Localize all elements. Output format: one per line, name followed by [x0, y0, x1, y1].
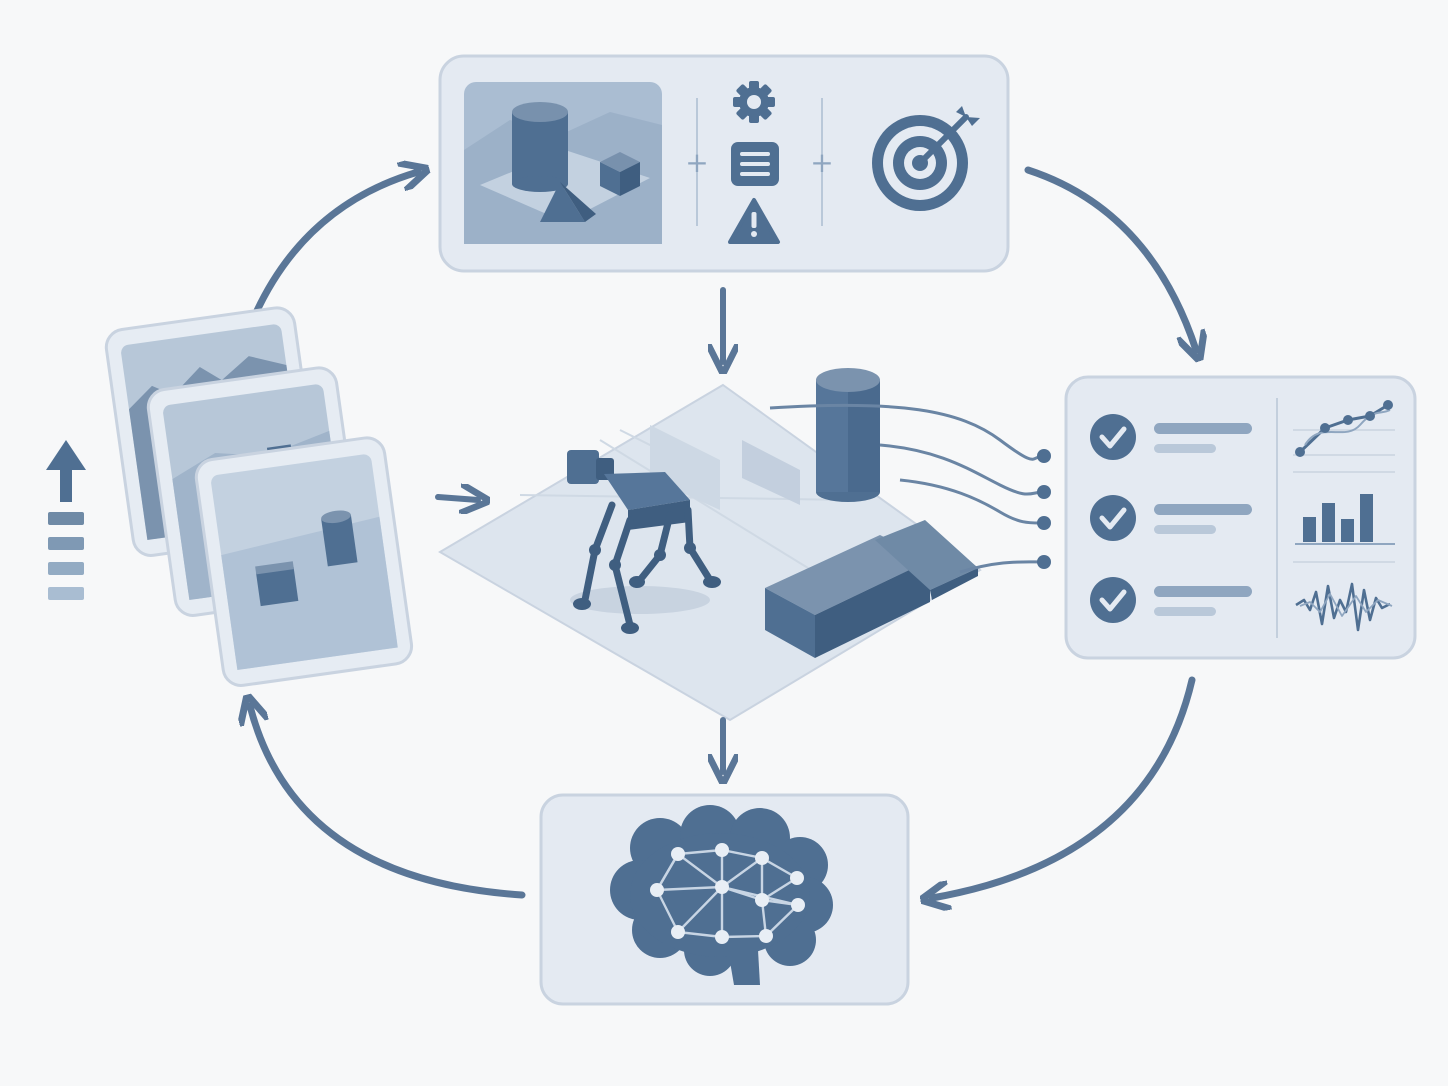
document-icon [731, 142, 779, 186]
arrow-policy-to-curriculum [250, 706, 526, 899]
isometric-scene-icon [464, 82, 662, 244]
plus-sign-2: + [810, 146, 833, 179]
level-bars-icon [48, 512, 84, 600]
loop-arrows [250, 170, 1196, 898]
scene-spec-panel: + + [438, 54, 1010, 273]
line-chart-icon [1293, 400, 1395, 473]
plus-sign-1: + [685, 146, 708, 179]
quadruped-robot-icon [567, 450, 721, 634]
checklist [1090, 414, 1252, 623]
arrow-evaluation-to-policy [932, 676, 1196, 898]
cylinder-obstacle [816, 368, 880, 502]
box-obstacle [765, 535, 930, 658]
check-circle-icon [1090, 495, 1136, 541]
check-circle-icon [1090, 414, 1136, 460]
neural-brain-icon [610, 805, 833, 985]
scene-card-3 [194, 436, 414, 687]
data-connectors [769, 403, 1045, 574]
simulation-scene [438, 368, 1051, 722]
policy-learning-panel [539, 793, 910, 1006]
arrow-scene-to-evaluation [1024, 166, 1196, 350]
curriculum-stack [46, 306, 414, 687]
arrow-curriculum-to-simulation [435, 497, 478, 500]
upward-arrow-icon [46, 440, 86, 502]
waveform-icon [1295, 582, 1393, 632]
target-icon [872, 106, 980, 211]
evaluation-panel [1064, 375, 1417, 660]
check-circle-icon [1090, 577, 1136, 623]
warning-icon [728, 198, 780, 244]
gear-icon [733, 81, 775, 123]
ramp-obstacle [875, 520, 978, 600]
bar-chart-icon [1295, 494, 1395, 545]
arrow-curriculum-to-scene [251, 172, 418, 319]
